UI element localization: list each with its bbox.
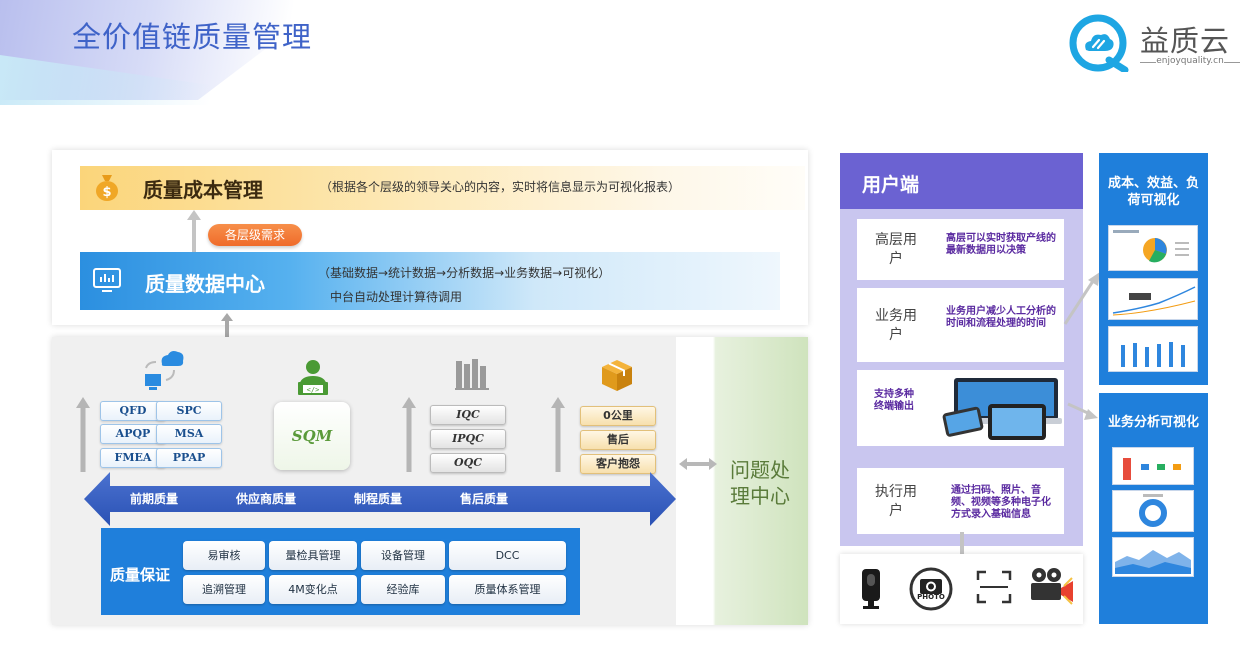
books-icon: [455, 359, 489, 390]
qa-item-equipment[interactable]: 设备管理: [361, 541, 445, 570]
data-center-desc-middle: 中台自动处理计算待调用: [330, 290, 463, 304]
multi-terminal-desc: 支持多种终端输出: [874, 389, 914, 412]
demand-pill: 各层级需求: [208, 224, 302, 246]
qa-item-audit[interactable]: 易审核: [183, 541, 265, 570]
photo-label: PHOTO: [917, 593, 945, 601]
data-center-desc-flow: （基础数据→统计数据→分析数据→业务数据→可视化）: [318, 266, 611, 280]
up-arrow-icon: [551, 397, 565, 472]
up-arrow-icon: [76, 397, 90, 472]
after-sales-complaint[interactable]: 客户抱怨: [580, 454, 656, 474]
stage-supplier-quality: 供应商质量: [236, 492, 297, 506]
role-operator: 执行用户: [875, 484, 917, 519]
user-panel-header: [840, 153, 1083, 209]
quality-cost-title: 质量成本管理: [143, 178, 263, 202]
tool-fmea[interactable]: FMEA: [100, 448, 166, 468]
computer-cloud-icon: [145, 351, 184, 390]
qa-item-experience[interactable]: 经验库: [361, 575, 445, 604]
quality-assurance-title: 质量保证: [110, 566, 171, 584]
tool-spc[interactable]: SPC: [156, 401, 222, 421]
user-card-executive: [857, 219, 1064, 280]
process-oqc[interactable]: OQC: [430, 453, 506, 473]
cost-visualization-title: 成本、效益、负荷可视化: [1107, 176, 1199, 208]
qa-item-system[interactable]: 质量体系管理: [449, 575, 566, 604]
svg-text:</>: </>: [307, 386, 320, 394]
tool-ppap[interactable]: PPAP: [156, 448, 222, 468]
quality-data-center-bar: [80, 252, 780, 310]
role-executive: 高层用户: [875, 232, 917, 267]
mini-chart-line: [1108, 278, 1198, 320]
down-arrow-icon: [956, 532, 968, 575]
stage-process-quality: 制程质量: [354, 492, 403, 506]
quality-data-center-title: 质量数据中心: [145, 272, 265, 296]
issue-center-label: 问题处理中心: [730, 458, 790, 508]
tool-msa[interactable]: MSA: [156, 424, 222, 444]
process-iqc[interactable]: IQC: [430, 405, 506, 425]
scan-icon: [976, 570, 1012, 604]
mini-chart-donut: [1112, 490, 1194, 532]
user-card-operator: [857, 468, 1064, 534]
role-operator-desc: 通过扫码、照片、音频、视频等多种电子化方式录入基础信息: [951, 485, 1051, 520]
money-bag-icon: $: [96, 175, 118, 201]
video-camera-icon: [1031, 568, 1073, 605]
tool-qfd[interactable]: QFD: [100, 401, 166, 421]
logo-text: 益质云: [1140, 24, 1231, 58]
stage-after-sales-quality: 售后质量: [460, 492, 509, 506]
issue-center-area: [676, 337, 808, 625]
quality-cost-desc: （根据各个层级的领导关心的内容，实时将信息显示为可视化报表）: [320, 180, 681, 194]
developer-icon: </>: [298, 360, 328, 395]
audio-device-icon: [862, 569, 880, 609]
qa-item-4m-change[interactable]: 4M变化点: [269, 575, 357, 604]
page-title: 全价值链质量管理: [72, 20, 313, 54]
horizontal-double-arrow-icon: [679, 458, 717, 470]
svg-text:$: $: [102, 185, 111, 200]
role-business: 业务用户: [875, 308, 917, 343]
user-panel-title: 用户端: [862, 174, 920, 196]
devices-image: [942, 378, 1062, 440]
process-ipqc[interactable]: IPQC: [430, 429, 506, 449]
mini-chart-pie: [1108, 225, 1198, 271]
mini-chart-bar: [1108, 326, 1198, 372]
flow-double-arrow: [84, 472, 676, 526]
right-arrow-icon: [1067, 402, 1098, 420]
mini-chart-kpi: [1112, 447, 1194, 485]
up-arrow-icon: [402, 397, 416, 472]
diagonal-arrow-icon: [1063, 272, 1100, 325]
qa-item-gauge[interactable]: 量检具管理: [269, 541, 357, 570]
monitor-chart-icon: [93, 268, 121, 292]
after-sales-service[interactable]: 售后: [580, 430, 656, 450]
stage-early-quality: 前期质量: [130, 492, 179, 506]
up-arrow-icon: [187, 210, 201, 254]
business-analysis-title: 业务分析可视化: [1107, 415, 1199, 430]
package-icon: [602, 360, 632, 391]
logo-icon: [1069, 14, 1129, 72]
qa-item-traceability[interactable]: 追溯管理: [183, 575, 265, 604]
role-executive-desc: 高层可以实时获取产线的最新数据用以决策: [946, 233, 1056, 256]
sqm-box[interactable]: SQM: [274, 402, 350, 470]
after-sales-0km[interactable]: 0公里: [580, 406, 656, 426]
mini-chart-area: [1112, 537, 1194, 577]
user-card-business: [857, 288, 1064, 362]
photo-camera-icon: [909, 567, 953, 611]
tool-apqp[interactable]: APQP: [100, 424, 166, 444]
role-business-desc: 业务用户减少人工分析的时间和流程处理的时间: [946, 306, 1056, 329]
quality-cost-bar: [80, 166, 805, 210]
logo-url: enjoyquality.cn: [1140, 56, 1240, 66]
qa-item-dcc[interactable]: DCC: [449, 541, 566, 570]
